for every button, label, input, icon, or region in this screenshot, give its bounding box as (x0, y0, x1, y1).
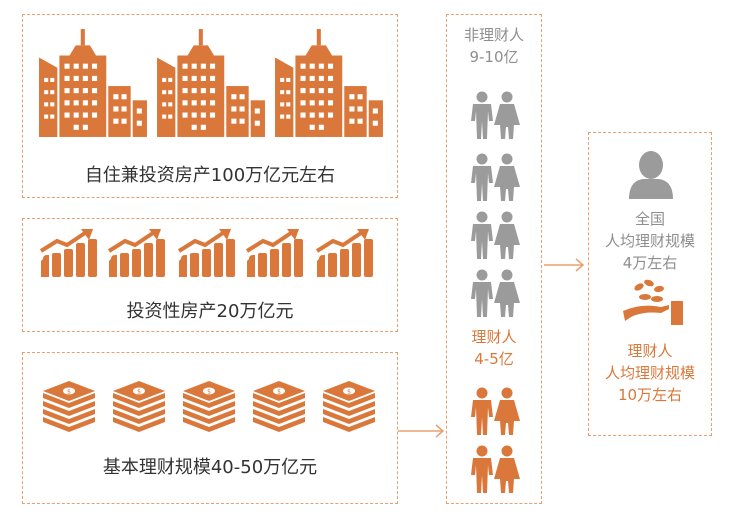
arrow-icon (544, 258, 585, 272)
money-stack-icon (109, 379, 169, 434)
couple-icon (465, 445, 525, 495)
money-stack-icon (39, 379, 99, 434)
growth-chart-icon (39, 229, 99, 279)
money-stack-icon (319, 379, 379, 434)
investor-line2: 人均理财规模 (604, 364, 695, 382)
couple-icon (465, 91, 525, 141)
investment-property-box: 投资性房产20万亿元 (22, 218, 398, 332)
growth-chart-icon (315, 229, 375, 279)
real-estate-label: 自住兼投资房产100万亿元左右 (84, 165, 336, 186)
investor-count: 4-5亿 (474, 350, 514, 368)
arrow-icon (398, 424, 445, 438)
real-estate-box: 自住兼投资房产100万亿元左右 (22, 14, 398, 198)
person-silhouette-icon (629, 151, 673, 199)
national-line2: 人均理财规模 (604, 232, 695, 250)
investor-title: 理财人 (471, 328, 517, 346)
growth-chart-icon (177, 229, 237, 279)
hand-coins-icon (623, 279, 683, 325)
investor-line3: 10万左右 (617, 386, 683, 404)
couple-icon (465, 269, 525, 319)
wealth-management-label: 基本理财规模40-50万亿元 (102, 457, 318, 478)
growth-icon-row (39, 229, 383, 285)
building-icon (37, 23, 149, 143)
investor-line1: 理财人 (627, 342, 673, 360)
growth-chart-icon (245, 229, 305, 279)
investment-property-label: 投资性房产20万亿元 (126, 301, 294, 322)
couple-icon (465, 211, 525, 261)
national-line1: 全国 (634, 210, 665, 228)
population-box: 非理财人 9-10亿 理财人 4-5亿 (446, 14, 542, 504)
wealth-management-box: 基本理财规模40-50万亿元 (22, 352, 398, 504)
money-stack-icon (249, 379, 309, 434)
money-stack-icon (179, 379, 239, 434)
couple-icon (465, 387, 525, 437)
non-investor-title: 非理财人 (463, 26, 524, 44)
building-icon (155, 23, 267, 143)
per-capita-box: 全国 人均理财规模 4万左右 理财人 人均理财规模 10万左右 (588, 132, 712, 436)
building-icon-row (37, 23, 385, 147)
non-investor-count: 9-10亿 (469, 48, 519, 66)
couple-icon (465, 153, 525, 203)
growth-chart-icon (107, 229, 167, 279)
money-icon-row (39, 379, 383, 439)
national-line3: 4万左右 (622, 254, 678, 272)
building-icon (273, 23, 385, 143)
